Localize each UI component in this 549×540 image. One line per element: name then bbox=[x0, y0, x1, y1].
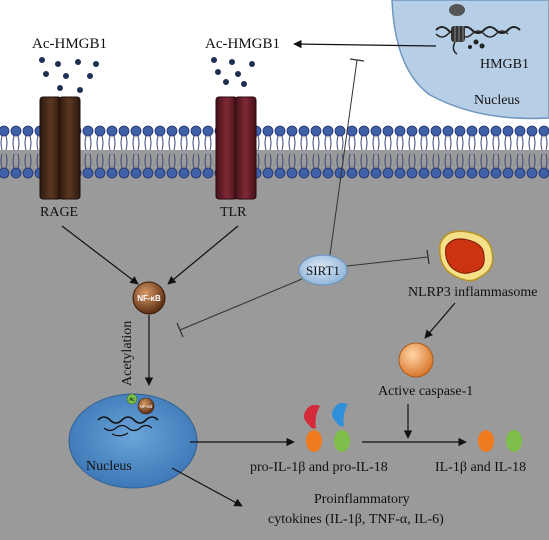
sirt1-inhibits-hmgb1-release bbox=[329, 58, 365, 256]
nfkb-small-label: NF-κB bbox=[140, 404, 153, 409]
nfkb-molecule bbox=[132, 281, 166, 315]
sirt1-enzyme bbox=[298, 254, 348, 286]
ac-tag-label: Ac bbox=[129, 397, 135, 403]
rage-label: RAGE bbox=[40, 205, 78, 220]
cytokines-line2: cytokines (IL-1β, TNF-α, IL-6) bbox=[268, 512, 444, 527]
ac-hmgb1-dots bbox=[39, 57, 255, 93]
rage-receptor bbox=[39, 96, 81, 200]
cytoplasm-area bbox=[0, 150, 549, 540]
pro-il-label: pro-IL-1β and pro-IL-18 bbox=[250, 460, 388, 475]
ac-hmgb1-left-label: Ac-HMGB1 bbox=[32, 36, 107, 52]
tlr-receptor bbox=[215, 96, 257, 200]
nucleus-dna-icon bbox=[97, 416, 159, 437]
rage-to-nfkb-arrow bbox=[61, 225, 139, 285]
nfkb-label: NF-κB bbox=[137, 294, 161, 303]
cell-membrane bbox=[0, 125, 549, 179]
sirt1-inhibits-nfkb bbox=[176, 278, 303, 338]
hmgb1-label: HMGB1 bbox=[480, 57, 529, 72]
nfkb-in-nucleus bbox=[137, 397, 155, 415]
cytokines-line1: Proinflammatory bbox=[314, 492, 410, 507]
cytokine-expression-arrow bbox=[171, 467, 243, 507]
nucleus-bottom-label: Nucleus bbox=[86, 459, 132, 474]
acetyl-group-icon bbox=[126, 393, 138, 405]
sirt1-inhibits-nlrp3 bbox=[346, 249, 430, 267]
mature-il-molecules bbox=[478, 430, 522, 452]
active-caspase-label: Active caspase-1 bbox=[378, 384, 473, 399]
acetylation-label: Acetylation bbox=[120, 321, 135, 386]
nlrp3-to-caspase-arrow bbox=[424, 302, 456, 339]
hmgb1-release-arrow bbox=[293, 39, 437, 49]
caspase1-molecule bbox=[398, 342, 434, 378]
nlrp3-inflammasome-icon bbox=[439, 230, 494, 282]
pro-il-molecules bbox=[304, 402, 350, 452]
hmgb1-dna-icon bbox=[435, 4, 521, 55]
ac-hmgb1-right-label: Ac-HMGB1 bbox=[205, 36, 280, 52]
tlr-to-nfkb-arrow bbox=[167, 225, 239, 285]
nlrp3-label: NLRP3 inflammasome bbox=[408, 285, 538, 300]
il-label: IL-1β and IL-18 bbox=[435, 460, 526, 475]
tlr-label: TLR bbox=[220, 205, 247, 220]
nucleus-top-label: Nucleus bbox=[474, 93, 520, 108]
sirt1-label: SIRT1 bbox=[306, 263, 340, 278]
